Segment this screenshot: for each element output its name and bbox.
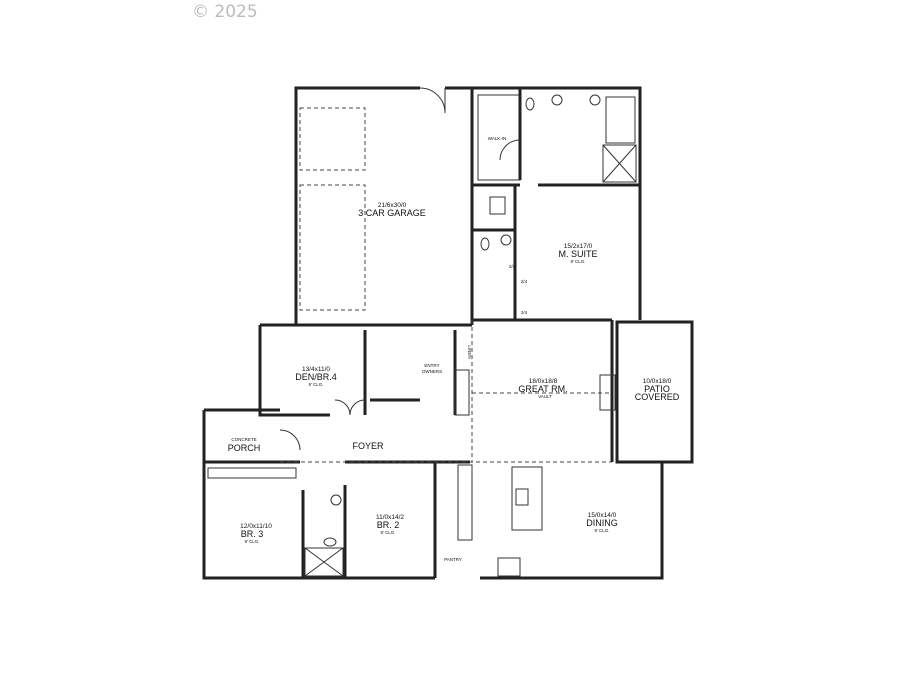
br3-dim: 12/0x11/10: [240, 523, 272, 530]
porch-label: PORCH: [228, 443, 261, 453]
foyer-label: FOYER: [352, 441, 384, 451]
den-ceiling: 9' CLG.: [308, 382, 323, 387]
den-dim: 13/4x11/0: [302, 366, 330, 373]
dining-ceiling: 9' CLG.: [594, 528, 609, 533]
patio-dim: 10/0x18/0: [643, 378, 672, 385]
garage-dim: 21/6x30/0: [378, 202, 407, 209]
entry-label: ENTRY: [424, 363, 439, 368]
great-room-dim: 18/0x18/8: [529, 378, 558, 385]
br2-label: BR. 2: [377, 520, 400, 530]
master-label: M. SUITE: [558, 249, 597, 259]
door-label: 2/4: [509, 264, 516, 269]
master-dim: 15/2x17/0: [564, 243, 593, 250]
exterior-walls: [202, 86, 694, 580]
br3-ceiling: 9' CLG.: [244, 539, 259, 544]
pantry-label: PANTRY: [444, 557, 462, 562]
room-labels: 21/6x30/0 3 CAR GARAGE WALK-IN 15/2x17/0…: [228, 136, 680, 562]
porch-material: CONCRETE: [231, 437, 256, 442]
entry-owners-label: OWNERS: [422, 369, 442, 374]
dining-label: DINING: [586, 518, 618, 528]
copyright-watermark: © 2025: [192, 2, 258, 22]
patio-label: PATIO: [644, 384, 670, 394]
br3-label: BR. 3: [241, 529, 264, 539]
fixtures: [279, 87, 637, 577]
dashed-lines: [280, 107, 612, 463]
br2-ceiling: 9' CLG.: [380, 530, 395, 535]
patio-covered-label: COVERED: [635, 392, 680, 402]
door-label: 2/4: [521, 310, 528, 315]
linen-label: LINEN: [467, 345, 472, 358]
great-room-ceiling: VAULT: [538, 394, 552, 399]
dining-dim: 15/0x14/0: [588, 512, 617, 519]
walk-in-label: WALK-IN: [488, 136, 507, 141]
door-label: 2/4: [521, 279, 528, 284]
great-room-label: GREAT RM.: [518, 384, 567, 394]
br2-dim: 11/0x14/2: [376, 514, 404, 521]
den-label: DEN/BR.4: [295, 372, 337, 382]
interior-walls: [204, 88, 640, 578]
master-ceiling: 9' CLG.: [570, 259, 585, 264]
garage-label: 3 CAR GARAGE: [358, 208, 426, 218]
